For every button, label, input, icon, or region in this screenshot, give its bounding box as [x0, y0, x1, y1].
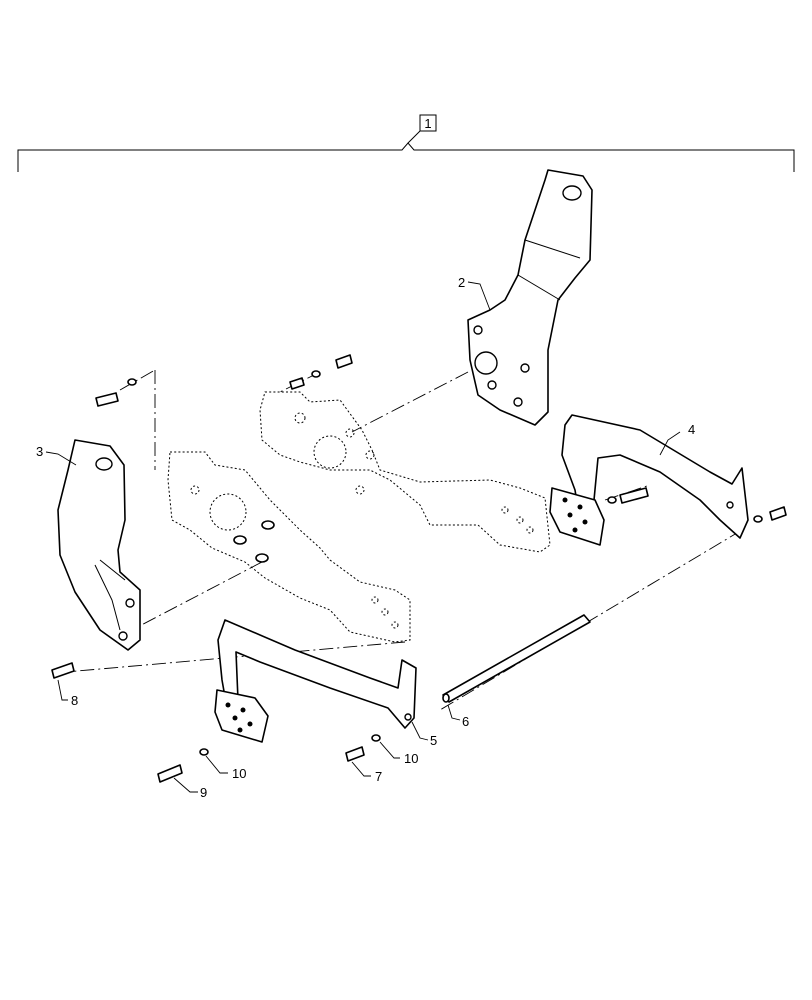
callout-10-right: 10 [404, 751, 418, 766]
center-lines [65, 369, 743, 711]
callout-5: 5 [430, 733, 437, 748]
callout-9: 9 [200, 785, 207, 800]
leader-lines [45, 281, 681, 793]
callout-6: 6 [462, 714, 469, 729]
callout-10-left: 10 [232, 766, 246, 781]
fasteners [51, 354, 787, 783]
left-mounting-bracket [57, 439, 141, 651]
tractor-frame-rear-hidden [259, 391, 551, 553]
callout-1: 1 [424, 116, 431, 131]
tractor-frame-front-hidden [167, 451, 411, 643]
callout-labels: 2 3 4 5 6 7 8 9 10 10 [36, 275, 695, 800]
callout-3: 3 [36, 444, 43, 459]
rod [442, 614, 591, 703]
left-step-arm [214, 619, 417, 743]
callout-2: 2 [458, 275, 465, 290]
callout-7: 7 [375, 769, 382, 784]
callout-8: 8 [71, 693, 78, 708]
upper-mounting-bracket [467, 169, 593, 426]
right-step-arm [549, 414, 749, 546]
callout-4: 4 [688, 422, 695, 437]
assembly-bracket: 1 [17, 114, 795, 172]
